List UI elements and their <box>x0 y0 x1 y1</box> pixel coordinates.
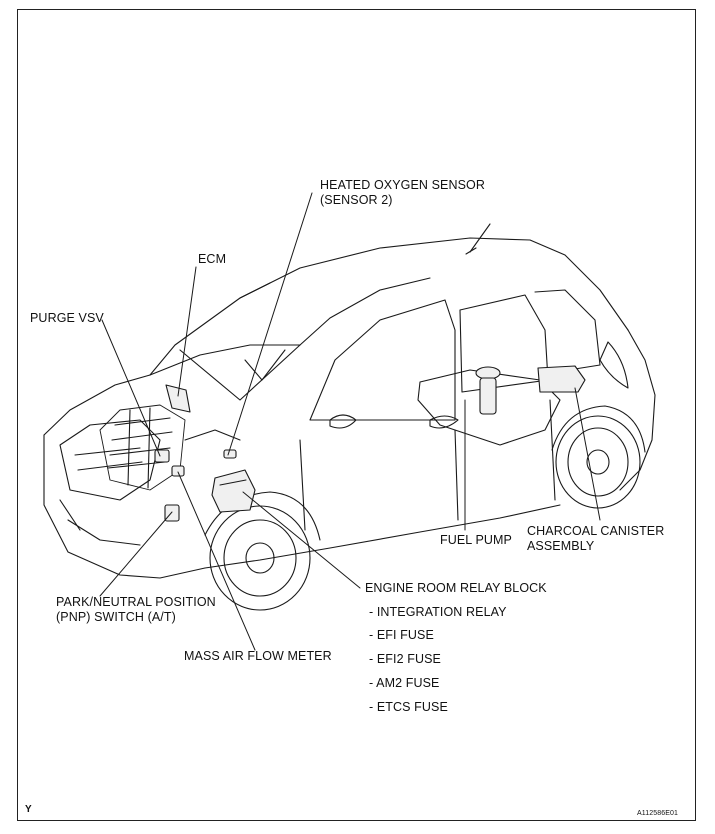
view-code: Y <box>25 804 32 815</box>
oxygen-sensor-unit <box>223 449 237 459</box>
rear-wheel <box>551 405 646 509</box>
windows-doors <box>299 289 629 531</box>
front-wheel <box>204 491 321 611</box>
label-charcoal-canister: CHARCOAL CANISTER ASSEMBLY <box>527 524 664 554</box>
label-park-neutral-switch: PARK/NEUTRAL POSITION (PNP) SWITCH (A/T) <box>56 595 216 625</box>
car-body-outline <box>43 237 656 579</box>
label-park-neutral-switch-line2: (PNP) SWITCH (A/T) <box>56 610 176 624</box>
maf-unit <box>171 465 185 477</box>
label-heated-oxygen-sensor-line1: HEATED OXYGEN SENSOR <box>320 178 485 192</box>
ecm-unit <box>165 384 191 413</box>
label-mass-air-flow-meter: MASS AIR FLOW METER <box>184 649 332 663</box>
fuel-pump-unit <box>475 366 501 415</box>
label-engine-room-relay-block: ENGINE ROOM RELAY BLOCK <box>365 581 547 595</box>
relay-block-unit <box>211 469 256 513</box>
label-charcoal-canister-line1: CHARCOAL CANISTER <box>527 524 665 538</box>
relay-block-item: - INTEGRATION RELAY <box>369 605 507 619</box>
label-purge-vsv: PURGE VSV <box>30 311 104 325</box>
label-ecm: ECM <box>198 252 227 266</box>
front-bumper <box>59 419 161 546</box>
relay-block-item: - EFI2 FUSE <box>369 652 441 666</box>
engine-bay <box>99 404 241 491</box>
label-heated-oxygen-sensor: HEATED OXYGEN SENSOR (SENSOR 2) <box>320 178 485 208</box>
relay-block-item: - ETCS FUSE <box>369 700 448 714</box>
label-heated-oxygen-sensor-line2: (SENSOR 2) <box>320 193 393 207</box>
leader-lines <box>99 192 601 651</box>
label-park-neutral-switch-line1: PARK/NEUTRAL POSITION <box>56 595 216 609</box>
relay-block-item: - EFI FUSE <box>369 628 434 642</box>
label-fuel-pump: FUEL PUMP <box>440 533 512 547</box>
purge-vsv-unit <box>154 449 170 463</box>
charcoal-canister-unit <box>537 365 586 393</box>
relay-block-item: - AM2 FUSE <box>369 676 440 690</box>
figure-id: A112586E01 <box>637 810 678 817</box>
antenna <box>465 223 491 255</box>
pnp-switch-unit <box>164 504 180 522</box>
diagram-frame <box>17 9 696 821</box>
label-charcoal-canister-line2: ASSEMBLY <box>527 539 595 553</box>
